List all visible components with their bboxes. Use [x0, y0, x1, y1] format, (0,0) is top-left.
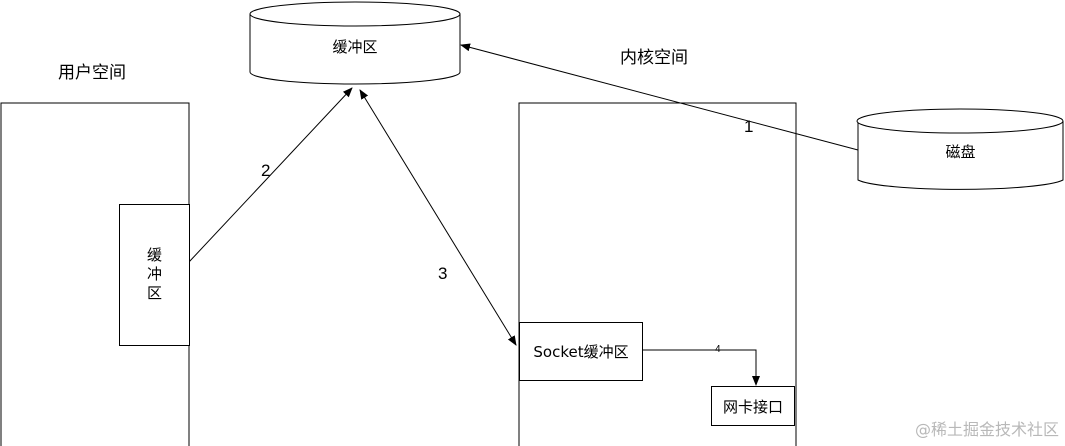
user-space-label: 用户空间	[58, 63, 126, 83]
arrow-2-label: 2	[261, 161, 271, 180]
arrow-2	[188, 87, 353, 263]
kernel-space-box	[518, 102, 797, 446]
user-buffer-box: 缓冲区	[119, 204, 190, 346]
kernel-space-label: 内核空间	[620, 48, 688, 68]
nic-interface-box: 网卡接口	[711, 386, 795, 426]
watermark: @稀土掘金技术社区	[914, 420, 1059, 439]
user-buffer-label: 缓冲区	[145, 246, 163, 304]
arrow-1-label: 1	[744, 117, 754, 136]
kernel-buffer-label: 缓冲区	[332, 37, 378, 56]
kernel-buffer-cylinder	[249, 1, 461, 85]
arrow-3-label: 3	[438, 264, 448, 283]
arrow-1	[460, 43, 859, 151]
disk-cylinder	[856, 108, 1064, 190]
nic-interface-label: 网卡接口	[722, 397, 783, 416]
disk-label: 磁盘	[945, 142, 976, 161]
arrow-4-label: 4	[715, 344, 721, 355]
socket-buffer-box: Socket缓冲区	[519, 322, 643, 381]
arrow-4	[642, 349, 760, 386]
arrow-3	[359, 89, 517, 346]
socket-buffer-label: Socket缓冲区	[533, 343, 629, 361]
